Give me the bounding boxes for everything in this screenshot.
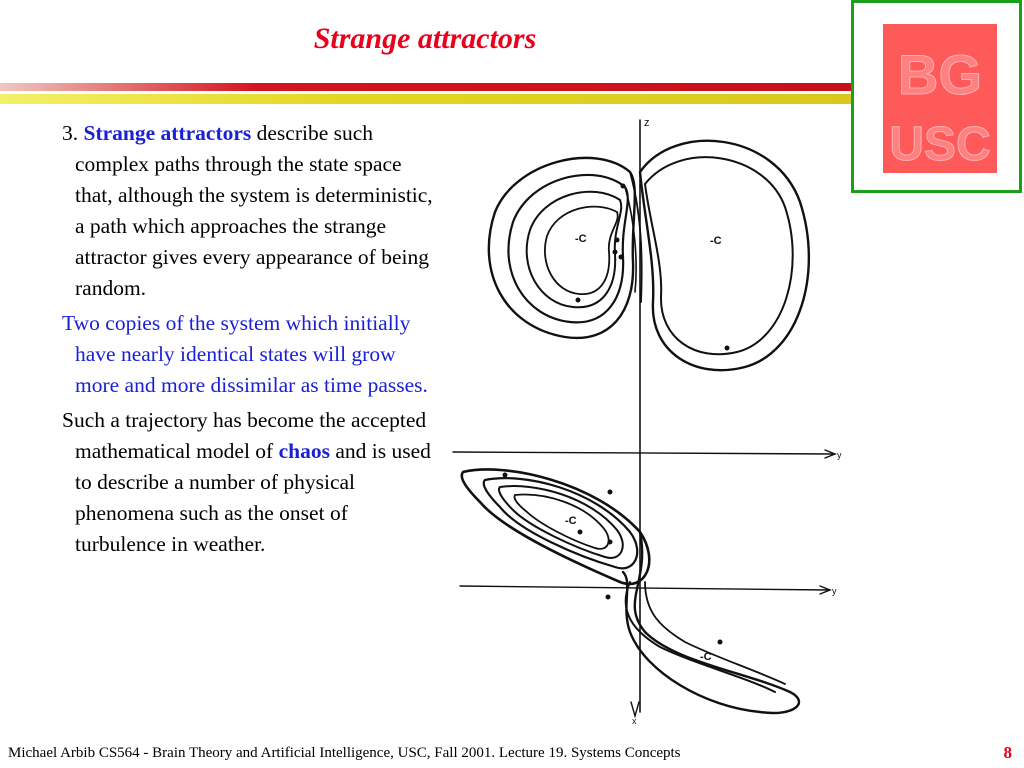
fixed-point-label-lower-left: -C [565,515,577,527]
body-text: 3. Strange attractors describe such comp… [62,118,436,564]
term-chaos: chaos [278,439,330,463]
title-rule-red [0,83,852,91]
footer-text: Michael Arbib CS564 - Brain Theory and A… [8,745,681,761]
fixed-point-label-upper-left: -C [575,233,587,245]
paragraph-chaos: Such a trajectory has become the accepte… [62,405,436,560]
paragraph-chaos-prefix: Such a trajectory has become the accepte… [62,408,427,463]
lower-y-label: y [832,586,837,596]
title-rule-yellow [0,94,852,104]
upper-y-axis [452,451,836,455]
fixed-point-label-lower-right: -C [700,651,712,663]
paragraph-number: 3. [62,121,84,145]
upper-z-label: z [644,117,650,129]
paragraph-sensitivity: Two copies of the system which initially… [62,311,428,397]
paragraph-chaos-text: and is used to describe a number of phys… [75,439,431,556]
term-strange-attractors: Strange attractors [83,121,252,145]
paragraph-definition-text: describe such complex paths through the … [75,121,433,300]
lorenz-attractor-figure: z y y x -C -C -C -C [452,117,842,724]
usc-logo: BG USC [883,24,997,173]
logo-text-top: BG [898,43,982,106]
logo-text-bottom: USC [889,118,990,171]
lower-x-label: x [632,716,637,724]
fixed-point-label-upper-right: -C [710,235,722,247]
slide-title: Strange attractors [313,22,537,55]
upper-y-label: y [837,450,842,460]
page-number: 8 [1003,743,1013,762]
logo-frame: BG USC [851,0,1022,193]
paragraph-definition: 3. Strange attractors describe such comp… [62,118,436,304]
